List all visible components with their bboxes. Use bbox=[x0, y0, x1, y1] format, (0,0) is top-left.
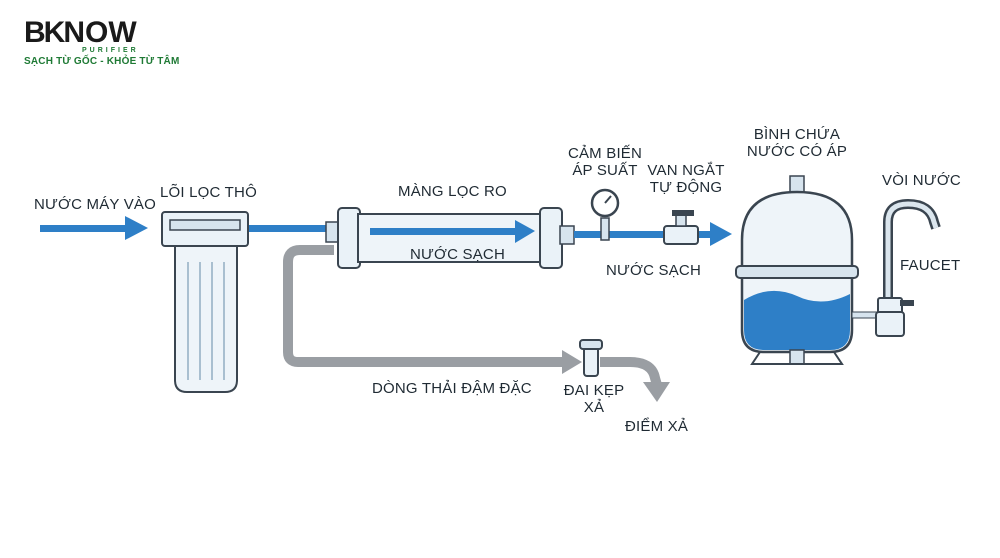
label-drain-clamp: ĐAI KẸP XẢ bbox=[554, 382, 634, 416]
label-clean-water-2: NƯỚC SẠCH bbox=[606, 262, 701, 279]
brand-now: NOW bbox=[63, 16, 137, 49]
waste-arrow-head bbox=[562, 350, 582, 374]
pressure-tank bbox=[735, 175, 859, 365]
sediment-filter bbox=[161, 211, 249, 393]
drain-arrow-head bbox=[643, 382, 670, 402]
brand-bk: BK bbox=[24, 16, 65, 49]
pressure-gauge bbox=[590, 188, 620, 241]
label-pressure-sensor-line2: ÁP SUẤT bbox=[572, 162, 638, 179]
label-drain-point: ĐIỂM XẢ bbox=[625, 418, 689, 435]
label-ro-membrane: MÀNG LỌC RO bbox=[398, 183, 507, 200]
pipe-filter-to-ro bbox=[248, 225, 334, 232]
faucet bbox=[875, 198, 941, 337]
brand-sub: PURIFIER bbox=[82, 47, 139, 54]
drain-clamp bbox=[579, 339, 603, 377]
label-sediment-filter: LÕI LỌC THÔ bbox=[160, 184, 257, 201]
label-clean-water-1: NƯỚC SẠCH bbox=[410, 246, 505, 263]
drain-pipe bbox=[600, 357, 662, 387]
label-auto-valve-line2: TỰ ĐỘNG bbox=[649, 179, 723, 196]
brand-wordmark: BKNOW bbox=[24, 16, 137, 50]
label-auto-valve-line1: VAN NGẮT bbox=[647, 162, 725, 179]
label-drain-clamp-line1: ĐAI KẸP bbox=[563, 382, 625, 399]
waste-pipe bbox=[283, 245, 565, 367]
label-tank: BÌNH CHỨA NƯỚC CÓ ÁP bbox=[742, 126, 852, 160]
ro-membrane bbox=[325, 207, 575, 269]
label-pressure-sensor: CẢM BIẾN ÁP SUẤT bbox=[560, 145, 650, 179]
label-tank-line1: BÌNH CHỨA bbox=[753, 126, 841, 143]
label-drain-clamp-line2: XẢ bbox=[583, 399, 605, 416]
pipe-arrow-head bbox=[710, 222, 732, 246]
shutoff-valve bbox=[663, 210, 699, 245]
label-faucet-en: FAUCET bbox=[900, 257, 961, 274]
pipe-ro-to-tank bbox=[574, 231, 714, 238]
inlet-arrow bbox=[40, 216, 148, 240]
brand-tagline: SẠCH TỪ GỐC - KHỎE TỪ TÂM bbox=[24, 56, 180, 67]
label-pressure-sensor-line1: CẢM BIẾN bbox=[567, 145, 643, 162]
label-waste-stream: DÒNG THẢI ĐẬM ĐẶC bbox=[372, 380, 532, 397]
label-faucet-vn: VÒI NƯỚC bbox=[882, 172, 961, 189]
label-auto-valve: VAN NGẮT TỰ ĐỘNG bbox=[646, 162, 726, 196]
label-tank-line2: NƯỚC CÓ ÁP bbox=[746, 143, 848, 160]
label-tap-water-in: NƯỚC MÁY VÀO bbox=[34, 196, 156, 213]
